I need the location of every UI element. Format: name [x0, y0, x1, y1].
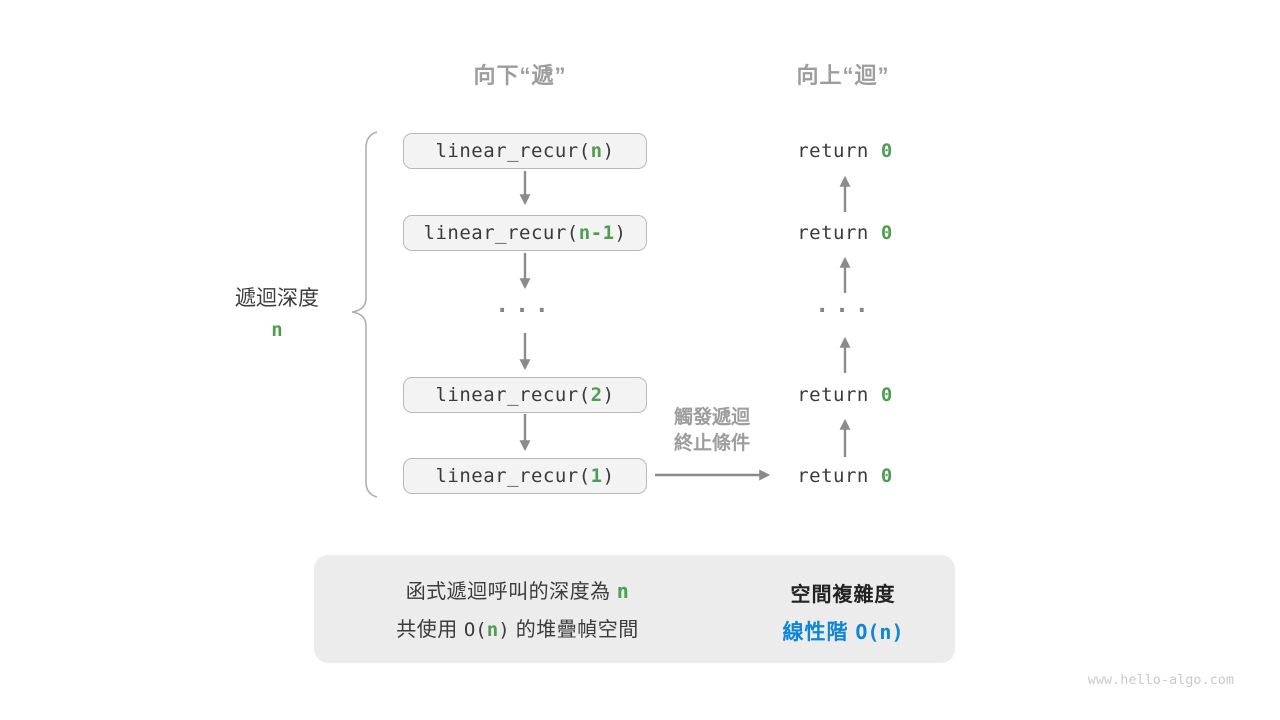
summary-text: 函式遞迴呼叫的深度為: [405, 581, 617, 603]
call-text: linear_recur(: [435, 140, 591, 162]
complexity-order-label: 線性階: [782, 621, 856, 644]
call-arg: n: [590, 140, 603, 162]
return-text: return: [797, 384, 881, 406]
recursion-depth-value: n: [271, 319, 283, 341]
recursion-depth-label: 遞迴深度: [235, 287, 319, 310]
call-text: ): [602, 384, 615, 406]
return-text: return: [797, 140, 881, 162]
call-text: linear_recur(: [423, 222, 579, 244]
call-box-1: linear_recur(1): [403, 458, 647, 494]
return-text: return: [797, 222, 881, 244]
return-value: 0: [880, 384, 893, 406]
call-arg: 2: [590, 384, 603, 406]
return-line-4: return 0: [745, 464, 945, 488]
summary-arg: n: [486, 619, 499, 641]
call-arg: 1: [590, 465, 603, 487]
return-value: 0: [880, 140, 893, 162]
return-line-1: return 0: [745, 139, 945, 163]
base-case-label: 觸發遞迴 終止條件: [648, 405, 776, 457]
call-text: ): [602, 465, 615, 487]
recursion-depth-brace: [351, 131, 378, 498]
call-text: linear_recur(: [435, 465, 591, 487]
return-text: return: [797, 465, 881, 487]
return-ellipsis: ...: [815, 292, 875, 318]
header-downward-recurse: 向下“遞”: [473, 63, 567, 88]
summary-text: 的堆疊幀空間: [509, 619, 639, 641]
return-line-2: return 0: [745, 221, 945, 245]
return-value: 0: [880, 465, 893, 487]
header-upward-return: 向上“迴”: [796, 63, 890, 88]
call-text: ): [614, 222, 627, 244]
summary-code: ): [498, 619, 510, 641]
summary-code: O(: [463, 619, 487, 641]
call-text: ): [602, 140, 615, 162]
summary-arg: n: [616, 579, 630, 603]
space-complexity-value: 線性階 O(n): [758, 616, 928, 646]
summary-line-2: 共使用 O(n) 的堆疊幀空間: [325, 615, 710, 645]
watermark: www.hello-algo.com: [1087, 672, 1234, 688]
call-box-n: linear_recur(n): [403, 133, 647, 169]
call-box-2: linear_recur(2): [403, 377, 647, 413]
call-ellipsis: ...: [495, 292, 555, 318]
return-value: 0: [880, 222, 893, 244]
return-line-3: return 0: [745, 383, 945, 407]
summary-line-1: 函式遞迴呼叫的深度為 n: [325, 576, 710, 607]
base-case-label-line1: 觸發遞迴: [673, 407, 750, 428]
complexity-notation: O(n): [855, 620, 904, 644]
base-case-label-line2: 終止條件: [673, 433, 750, 454]
call-arg: n-1: [578, 222, 615, 244]
call-box-n-1: linear_recur(n-1): [403, 215, 647, 251]
summary-panel: [314, 555, 955, 663]
space-complexity-title: 空間複雜度: [790, 584, 896, 606]
summary-text: 共使用: [396, 619, 464, 641]
call-text: linear_recur(: [435, 384, 591, 406]
